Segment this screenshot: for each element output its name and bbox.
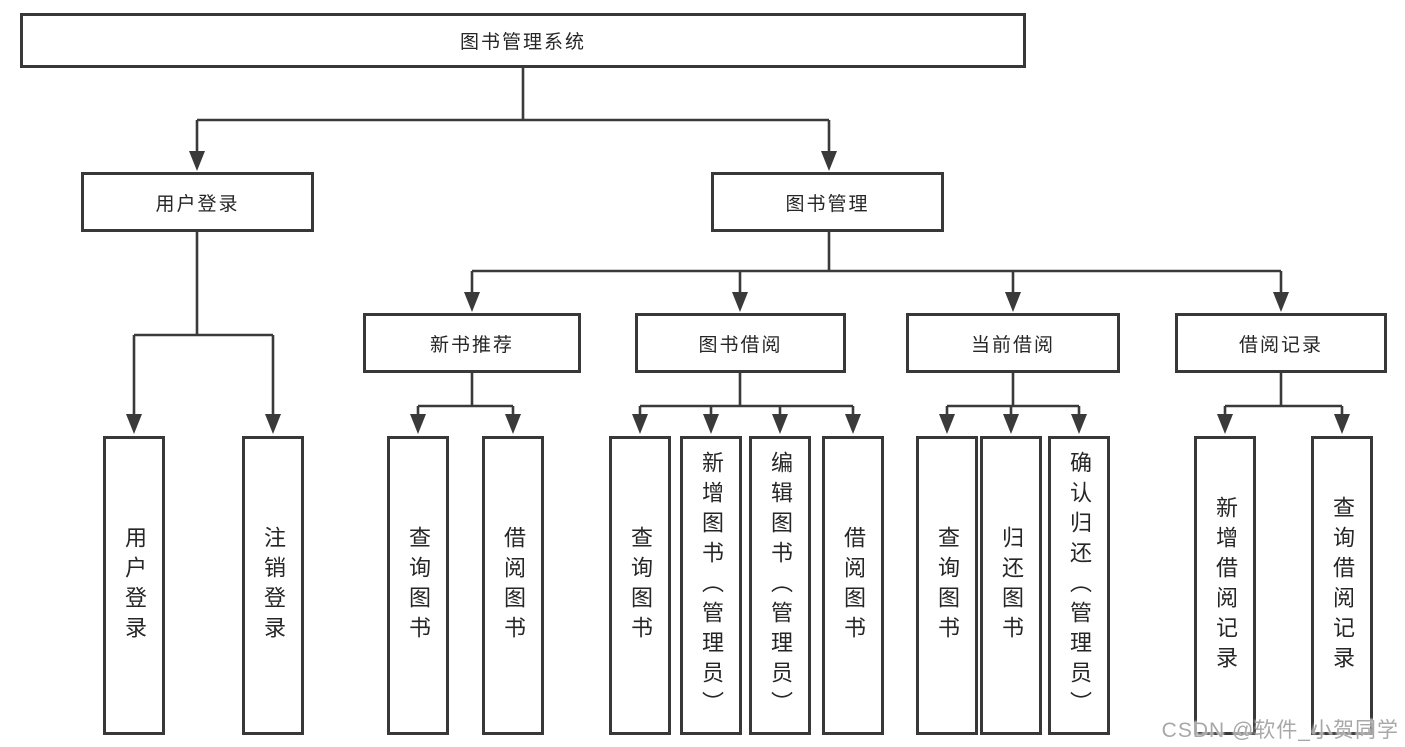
connector-new-book-recommend-to-leaves [410, 373, 521, 434]
node-label: 借阅记录 [1238, 334, 1323, 356]
leaf-label: 新增图书（管理员） [699, 450, 724, 721]
node-label: 图书管理 [785, 193, 870, 215]
leaf-label: 查询图书 [406, 525, 431, 646]
node-borrowing-records: 借阅记录 [1175, 313, 1387, 373]
leaf-logout: 注销登录 [242, 436, 304, 735]
leaf-borrow-books-recommend: 借阅图书 [482, 436, 544, 735]
leaf-borrow-books-borrowing: 借阅图书 [822, 436, 884, 735]
connector-root-to-level2 [189, 68, 837, 171]
connector-book-borrowing-to-leaves [632, 373, 861, 434]
leaf-label: 编辑图书（管理员） [768, 450, 793, 721]
arrow-down-icon [732, 292, 748, 312]
arrow-down-icon [126, 414, 142, 434]
node-label: 图书管理系统 [459, 32, 586, 53]
arrow-down-icon [632, 414, 648, 434]
leaf-query-borrow-record: 查询借阅记录 [1311, 436, 1373, 735]
arrow-down-icon [1005, 292, 1021, 312]
leaf-label: 借阅图书 [501, 525, 526, 646]
leaf-add-borrow-record: 新增借阅记录 [1194, 436, 1256, 735]
leaf-label: 查询借阅记录 [1330, 495, 1355, 676]
arrow-down-icon [410, 414, 426, 434]
arrow-down-icon [1334, 414, 1350, 434]
leaf-label: 新增借阅记录 [1213, 495, 1238, 676]
arrow-down-icon [1071, 414, 1087, 434]
arrow-down-icon [939, 414, 955, 434]
connector-current-borrowing-to-leaves [939, 373, 1087, 434]
arrow-down-icon [1273, 292, 1289, 312]
arrow-down-icon [703, 414, 719, 434]
arrow-down-icon [265, 414, 281, 434]
connector-user-login-to-leaves [126, 232, 281, 434]
csdn-watermark: CSDN @软件_小贺同学 [1161, 719, 1399, 742]
leaf-label: 归还图书 [999, 525, 1024, 646]
node-book-management: 图书管理 [711, 172, 944, 232]
arrow-down-icon [772, 414, 788, 434]
arrow-down-icon [1217, 414, 1233, 434]
leaf-query-books-borrowing: 查询图书 [609, 436, 671, 735]
node-book-borrowing: 图书借阅 [635, 313, 846, 373]
node-book-management-system: 图书管理系统 [20, 13, 1026, 68]
arrow-down-icon [464, 292, 480, 312]
arrow-down-icon [1003, 414, 1019, 434]
arrow-down-icon [189, 151, 205, 171]
leaf-label: 借阅图书 [841, 525, 866, 646]
leaf-confirm-return-admin: 确认归还（管理员） [1048, 436, 1110, 735]
connector-borrowing-records-to-leaves [1217, 373, 1350, 434]
node-current-borrowing: 当前借阅 [906, 313, 1120, 373]
node-new-book-recommend: 新书推荐 [363, 313, 581, 373]
arrow-down-icon [845, 414, 861, 434]
leaf-query-books-recommend: 查询图书 [387, 436, 449, 735]
leaf-label: 注销登录 [261, 525, 286, 646]
leaf-label: 确认归还（管理员） [1067, 450, 1092, 721]
node-label: 图书借阅 [698, 334, 783, 356]
connector-book-management-to-level3 [464, 232, 1289, 312]
leaf-label: 查询图书 [935, 525, 960, 646]
leaf-return-books: 归还图书 [980, 436, 1042, 735]
node-label: 新书推荐 [429, 334, 514, 356]
leaf-query-books-current: 查询图书 [916, 436, 978, 735]
arrow-down-icon [821, 151, 837, 171]
node-label: 用户登录 [155, 193, 240, 215]
leaf-add-books-admin: 新增图书（管理员） [680, 436, 742, 735]
node-user-login: 用户登录 [81, 172, 314, 232]
leaf-edit-books-admin: 编辑图书（管理员） [749, 436, 811, 735]
leaf-user-login: 用户登录 [103, 436, 165, 735]
node-label: 当前借阅 [970, 334, 1055, 356]
leaf-label: 用户登录 [122, 525, 147, 646]
leaf-label: 查询图书 [628, 525, 653, 646]
arrow-down-icon [505, 414, 521, 434]
